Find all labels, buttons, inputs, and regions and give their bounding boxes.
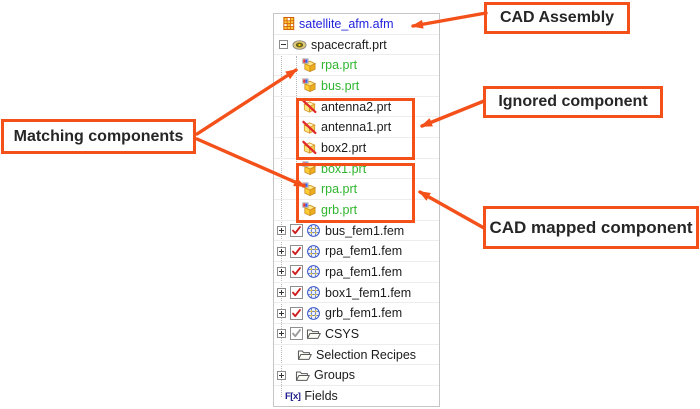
folder-icon — [306, 327, 321, 340]
fem-mesh-icon — [306, 244, 321, 259]
visibility-checkbox[interactable] — [290, 224, 303, 238]
visibility-checkbox[interactable] — [290, 286, 303, 300]
callout-label: Ignored component — [498, 93, 648, 110]
tree-item-label: rpa.prt — [321, 182, 358, 197]
expand-expander[interactable] — [277, 267, 286, 277]
model-tree: satellite_afm.afm spacecraft.prt rpa.prt… — [274, 14, 439, 407]
expand-expander[interactable] — [277, 329, 286, 339]
tree-item-spacecraft[interactable]: spacecraft.prt — [274, 35, 439, 56]
tree-item-label: Groups — [314, 368, 355, 383]
tree-item-label: rpa.prt — [321, 58, 358, 73]
tree-item-rpa-prt[interactable]: rpa.prt — [274, 55, 439, 77]
tree-item-label: grb.prt — [321, 202, 358, 217]
ignored-component-callout: Ignored component — [483, 86, 663, 118]
tree-item-fields[interactable]: F[x] Fields — [274, 386, 439, 407]
expand-expander[interactable] — [277, 246, 286, 256]
tree-item-bus-prt[interactable]: bus.prt — [274, 76, 439, 97]
tree-item-rpa-prt-2[interactable]: rpa.prt — [274, 179, 439, 201]
expand-expander[interactable] — [277, 288, 286, 298]
afm-assembly-icon — [283, 16, 295, 31]
assembly-icon — [292, 39, 307, 51]
callout-label: Matching components — [13, 127, 184, 145]
cad-assembly-callout: CAD Assembly — [484, 2, 630, 34]
callout-label: CAD Assembly — [499, 9, 615, 26]
tree-item-rpa-fem1-2[interactable]: rpa_fem1.fem — [274, 262, 439, 283]
expand-expander[interactable] — [277, 370, 286, 380]
tree-item-label: antenna2.prt — [321, 99, 392, 114]
tree-item-label: rpa_fem1.fem — [325, 264, 403, 279]
fem-mesh-icon — [306, 264, 321, 279]
collapse-expander[interactable] — [279, 40, 288, 49]
red-check-icon — [291, 265, 302, 278]
tree-item-antenna2-prt[interactable]: antenna2.prt — [274, 97, 439, 118]
tree-item-groups[interactable]: Groups — [274, 365, 439, 387]
tree-item-antenna1-prt[interactable]: antenna1.prt — [274, 117, 439, 139]
fem-mesh-icon — [306, 306, 321, 321]
tree-item-label: rpa_fem1.fem — [325, 244, 403, 259]
red-check-icon — [291, 307, 302, 320]
callout-label: CAD mapped component — [489, 217, 693, 237]
fields-fx-icon: F[x] — [285, 390, 301, 402]
tree-item-label: CSYS — [325, 326, 360, 341]
ignored-components-highlight-box — [296, 98, 415, 160]
visibility-checkbox[interactable] — [290, 306, 303, 320]
tree-item-label: Selection Recipes — [316, 347, 417, 362]
red-check-icon — [291, 224, 302, 237]
fem-mesh-icon — [306, 223, 321, 238]
expand-expander[interactable] — [277, 226, 286, 236]
tree-item-label: bus.prt — [321, 78, 360, 93]
red-check-icon — [291, 245, 302, 258]
part-mapped-icon — [302, 78, 317, 93]
tree-item-grb-fem1[interactable]: grb_fem1.fem — [274, 303, 439, 325]
tree-item-satellite-afm[interactable]: satellite_afm.afm — [274, 14, 439, 35]
tree-item-label: Fields — [304, 389, 338, 404]
tree-item-selection-recipes[interactable]: Selection Recipes — [274, 345, 439, 366]
tree-item-label: antenna1.prt — [321, 120, 392, 135]
fem-mesh-icon — [306, 285, 321, 300]
red-check-icon — [291, 286, 302, 299]
tree-item-label: box1_fem1.fem — [325, 285, 412, 300]
visibility-checkbox[interactable] — [290, 244, 303, 258]
tree-item-label: box2.prt — [321, 140, 367, 155]
visibility-checkbox[interactable] — [290, 265, 303, 279]
tree-item-rpa-fem1[interactable]: rpa_fem1.fem — [274, 241, 439, 263]
tree-item-label: bus_fem1.fem — [325, 223, 405, 238]
gray-check-icon — [291, 327, 302, 340]
cad-mapped-component-callout: CAD mapped component — [483, 206, 699, 249]
tree-item-label: spacecraft.prt — [311, 37, 387, 52]
visibility-checkbox[interactable] — [290, 327, 303, 341]
matching-components-callout: Matching components — [1, 119, 196, 154]
tree-item-label: satellite_afm.afm — [299, 16, 394, 31]
tree-item-box1-fem1[interactable]: box1_fem1.fem — [274, 283, 439, 304]
folder-icon — [295, 369, 310, 382]
part-mapped-icon — [302, 58, 317, 73]
expand-expander[interactable] — [277, 308, 286, 318]
mapped-components-highlight-box — [296, 163, 415, 223]
tree-item-csys[interactable]: CSYS — [274, 324, 439, 345]
tree-item-label: grb_fem1.fem — [325, 306, 403, 321]
folder-icon — [297, 348, 312, 361]
tree-item-bus-fem1[interactable]: bus_fem1.fem — [274, 221, 439, 242]
